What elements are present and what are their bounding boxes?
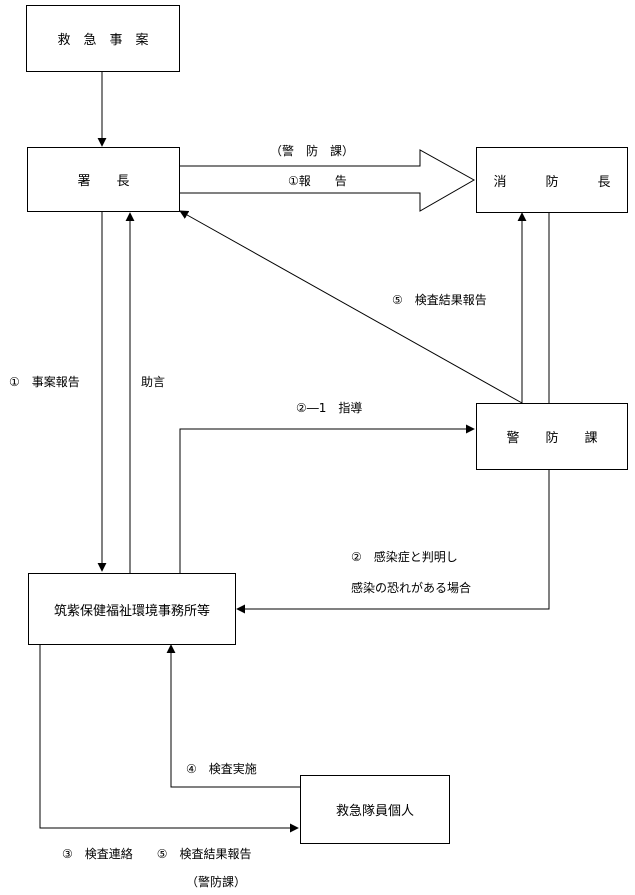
node-emergency-case: 救 急 事 案	[26, 5, 180, 72]
arrow-contact	[39, 645, 299, 833]
node-fire-chief: 消 防 長	[476, 147, 628, 213]
node-prevention-section-label: 警 防 課	[506, 431, 598, 446]
label-infection-2: 感染の恐れがある場合	[351, 581, 472, 595]
arrow-infection	[236, 469, 550, 614]
node-member-label: 救急隊員個人	[335, 804, 414, 819]
node-emergency-case-label: 救 急 事 案	[57, 33, 149, 48]
label-advice: 助言	[141, 375, 166, 389]
label-case-report: ① 事案報告	[9, 375, 80, 389]
block-arrow-report	[179, 149, 476, 212]
node-station-chief: 署 長	[27, 147, 180, 212]
node-station-chief-label: 署 長	[77, 174, 130, 189]
label-inspection: ④ 検査実施	[186, 762, 257, 776]
node-member: 救急隊員個人	[300, 775, 450, 844]
arrow-result-to-chief	[179, 210, 523, 404]
node-health-office-label: 筑紫保健福祉環境事務所等	[53, 603, 210, 619]
label-contact-dept: （警防課）	[186, 875, 247, 889]
label-report-dept: （警 防 課）	[270, 144, 355, 158]
label-contact-result: ③ 検査連絡 ⑤ 検査結果報告	[62, 847, 252, 861]
node-fire-chief-label: 消 防 長	[493, 174, 611, 190]
label-result-report-fire: ⑤ 検査結果報告	[392, 293, 487, 307]
label-report: ①報 告	[288, 174, 347, 188]
label-infection-1: ② 感染症と判明し	[351, 550, 458, 564]
node-health-office: 筑紫保健福祉環境事務所等	[28, 573, 236, 645]
node-prevention-section: 警 防 課	[476, 403, 628, 470]
arrow-inspection	[166, 644, 300, 788]
label-guidance: ②―1 指導	[296, 401, 363, 415]
arrow-guidance	[179, 424, 475, 573]
